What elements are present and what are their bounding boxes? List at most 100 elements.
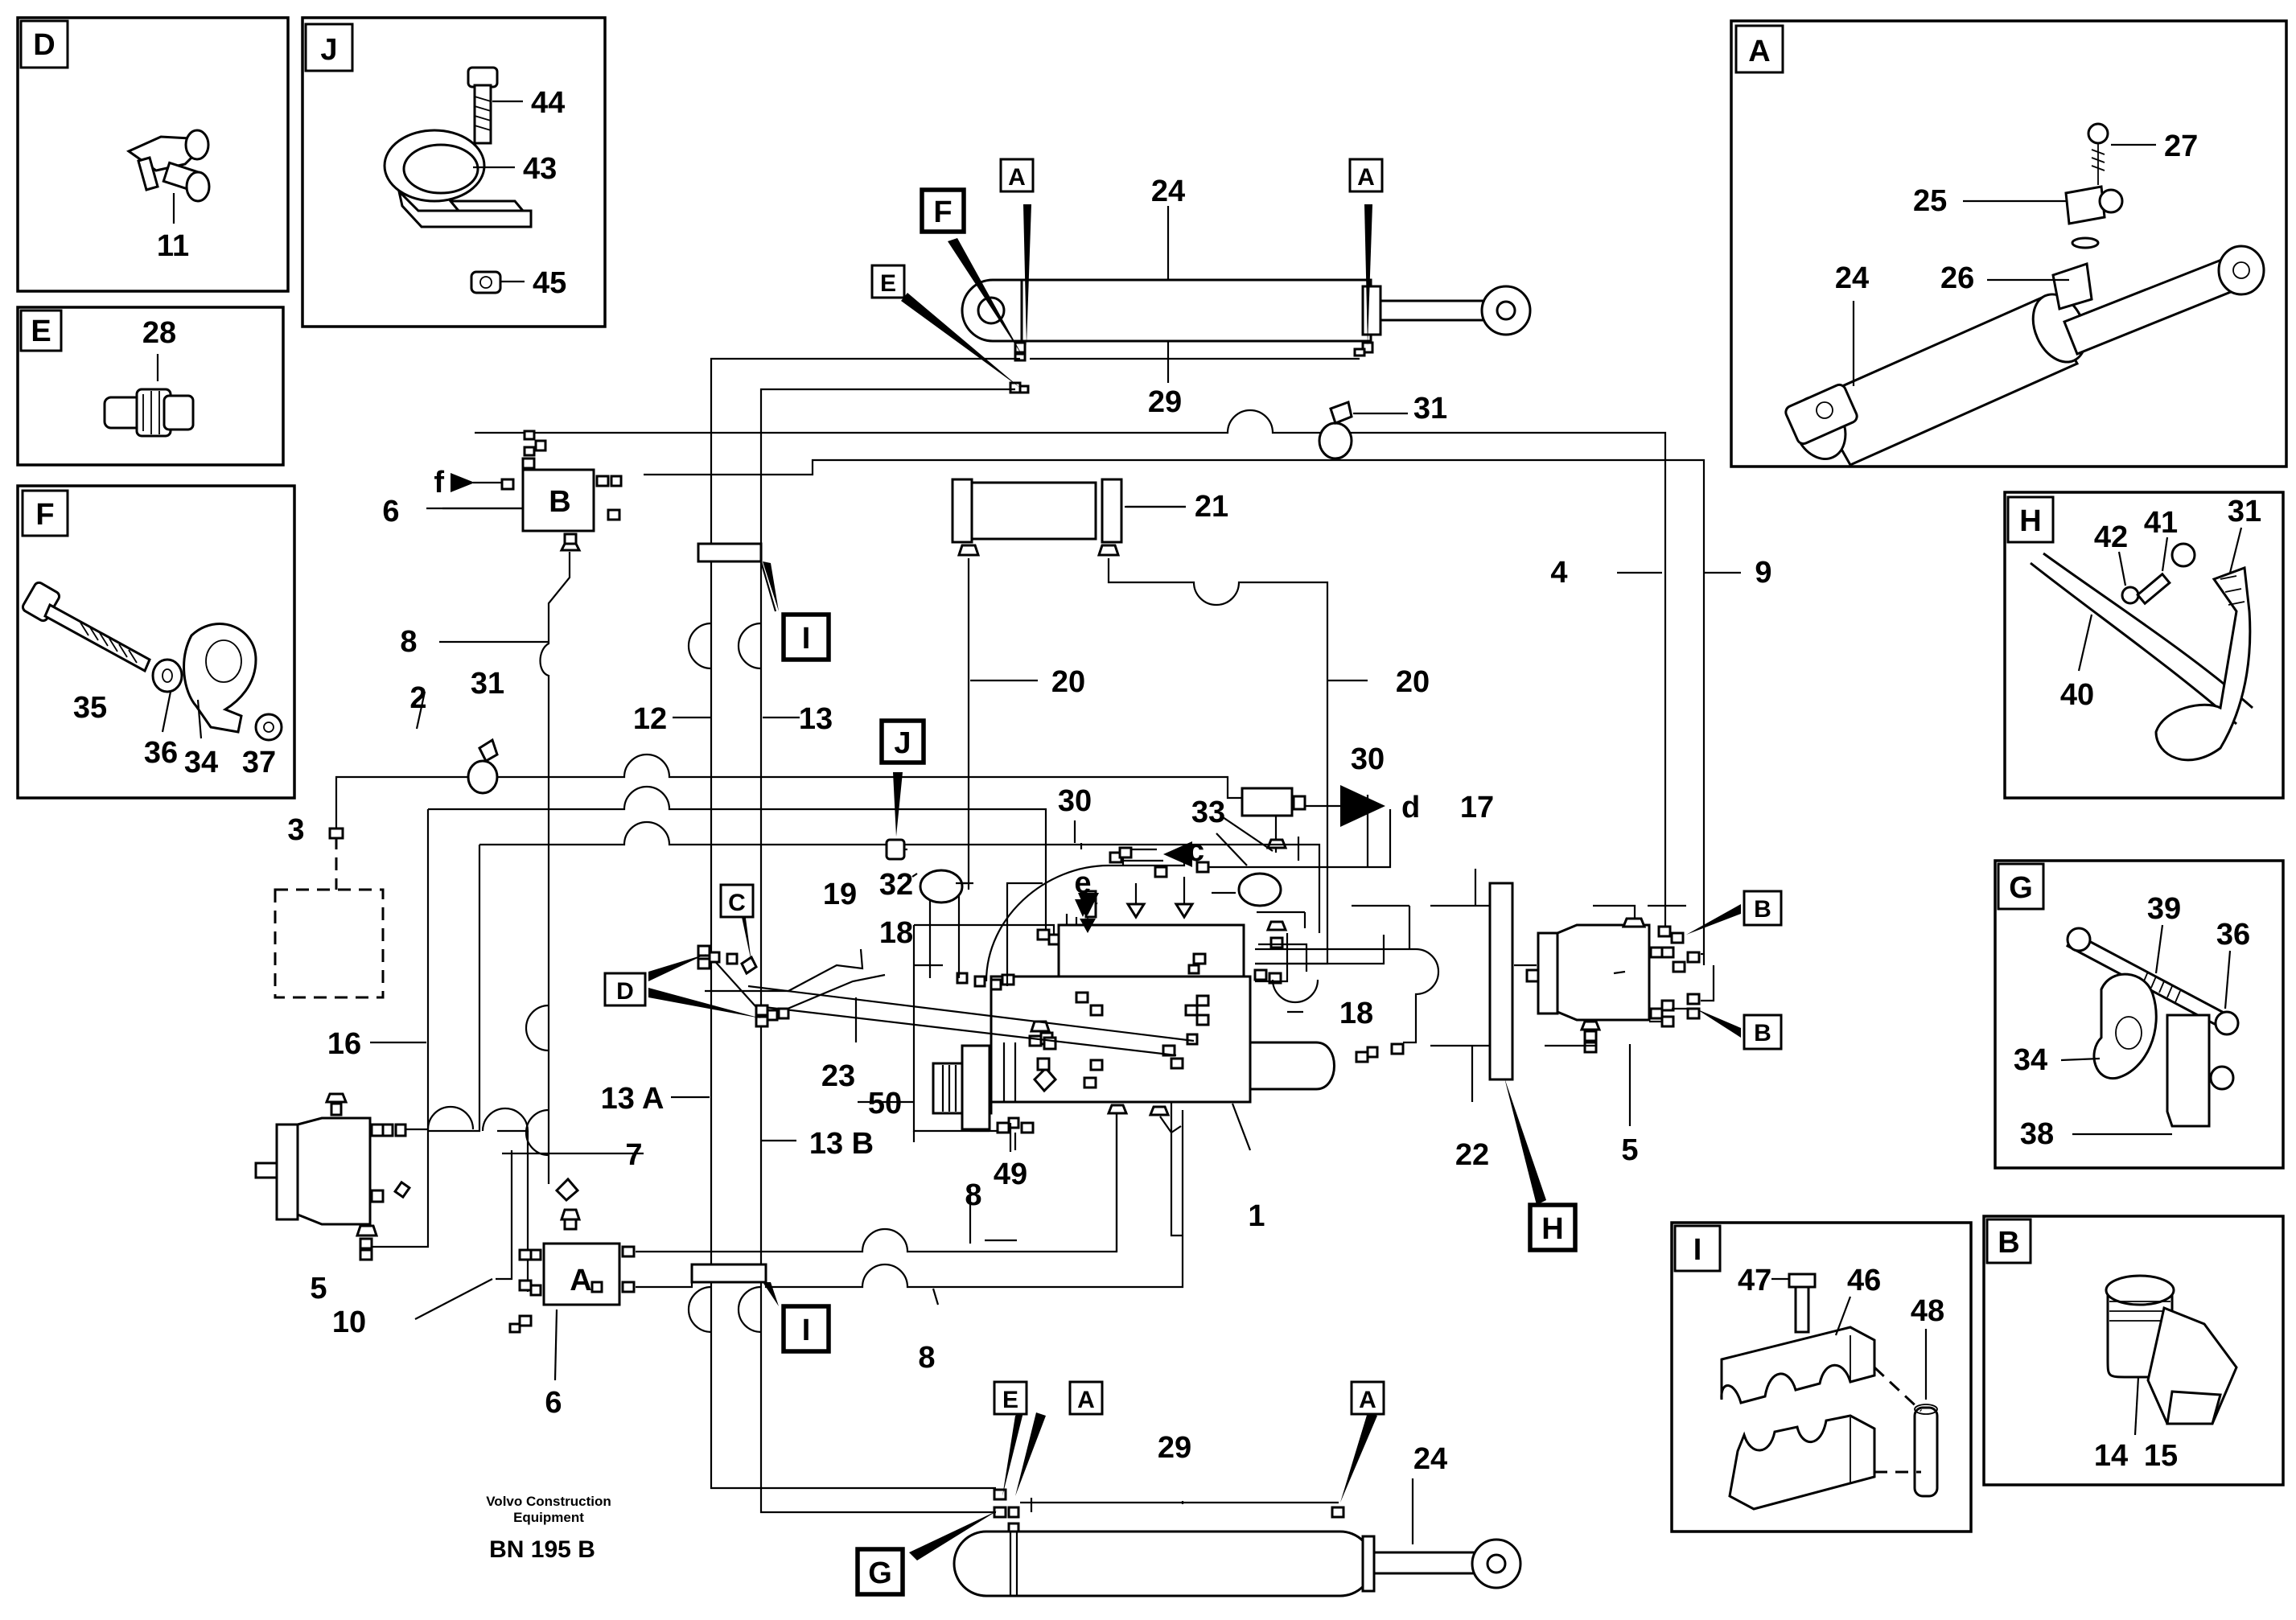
label-20-left: 20 xyxy=(1051,665,1085,699)
label-3: 3 xyxy=(287,813,304,847)
valve-b: B xyxy=(500,430,623,552)
tag-j: J xyxy=(879,718,926,765)
label-18-left: 18 xyxy=(879,916,913,950)
part-label: 38 xyxy=(2020,1117,2054,1151)
tag-a-bottom-right: A xyxy=(1350,1380,1385,1416)
svg-text:B: B xyxy=(1754,1020,1771,1046)
label-6-top: 6 xyxy=(382,495,399,528)
tag-a-top-left: A xyxy=(999,158,1035,193)
inset-h-tag: H xyxy=(2019,504,2041,538)
tag-b-lower: B xyxy=(1743,1014,1783,1051)
label-49: 49 xyxy=(994,1157,1027,1191)
label-29-top: 29 xyxy=(1148,385,1182,419)
svg-text:E: E xyxy=(880,270,896,297)
label-13: 13 xyxy=(799,702,833,736)
part-label: 40 xyxy=(2060,678,2094,712)
label-13b: 13 B xyxy=(809,1127,874,1161)
label-8-mid: 8 xyxy=(965,1178,981,1212)
label-16: 16 xyxy=(327,1027,361,1061)
part-label: 34 xyxy=(184,746,218,779)
part-label: 36 xyxy=(2216,918,2250,952)
clamp-assembly-icon xyxy=(2066,927,2240,1128)
tee-fitting-icon xyxy=(125,129,211,203)
top-cylinder xyxy=(961,278,1532,394)
svg-text:D: D xyxy=(616,978,634,1005)
elbow-fitting-icon xyxy=(2105,1274,2238,1425)
clamp-bolt-nut-icon xyxy=(383,66,533,294)
bolt-clamp-icon xyxy=(21,581,283,742)
hose-clip-icon xyxy=(2030,542,2253,762)
label-24-bottom: 24 xyxy=(1413,1442,1447,1476)
label-5-right: 5 xyxy=(1621,1133,1638,1167)
part-label: 35 xyxy=(73,691,107,725)
part-label: 11 xyxy=(157,229,189,263)
part-label: 34 xyxy=(2014,1043,2047,1077)
label-22: 22 xyxy=(1455,1138,1489,1172)
part-label: 42 xyxy=(2094,520,2128,554)
union-fitting-icon xyxy=(103,388,195,438)
tag-e-bottom: E xyxy=(993,1380,1028,1416)
part-label: 27 xyxy=(2164,130,2198,163)
inset-b: B 14 15 xyxy=(1982,1215,2285,1486)
svg-text:G: G xyxy=(868,1556,892,1590)
label-2: 2 xyxy=(409,681,426,715)
svg-text:B: B xyxy=(1754,896,1771,923)
inset-e: E 28 xyxy=(16,306,285,467)
inset-d: D 11 xyxy=(16,16,290,293)
main-valve-block xyxy=(932,920,1405,1134)
label-8-bottom: 8 xyxy=(918,1341,935,1375)
label-5-left: 5 xyxy=(310,1272,327,1305)
tag-d: D xyxy=(603,972,647,1007)
label-31-left: 31 xyxy=(471,667,504,701)
part-label: 25 xyxy=(1913,184,1947,218)
footer-reference: BN 195 B xyxy=(489,1536,595,1563)
part-label: 44 xyxy=(531,86,565,120)
tag-a-bottom-left: A xyxy=(1068,1380,1104,1416)
tag-a-top-right: A xyxy=(1348,158,1384,193)
arrow-e-label: e xyxy=(1074,866,1091,900)
label-9: 9 xyxy=(1755,556,1771,590)
bottom-cylinder xyxy=(953,1488,1522,1597)
inset-a-tag: A xyxy=(1748,35,1770,68)
right-pump xyxy=(1525,917,1701,1054)
footer-company-line1: Volvo Construction xyxy=(486,1494,611,1509)
main-schematic: B f xyxy=(254,158,1783,1597)
clamp-31-top xyxy=(1318,401,1353,460)
inset-a: A 27 25 26 24 xyxy=(1730,19,2288,468)
part-label: 26 xyxy=(1940,261,1974,295)
valve-b-letter: B xyxy=(549,485,570,519)
label-10: 10 xyxy=(332,1305,366,1339)
arrow-c-label: c xyxy=(1187,834,1204,868)
svg-text:H: H xyxy=(1541,1212,1563,1246)
label-21: 21 xyxy=(1195,490,1228,524)
inset-g: G 39 36 34 38 xyxy=(1994,859,2285,1170)
svg-text:I: I xyxy=(802,1314,811,1347)
inset-i-tag: I xyxy=(1693,1233,1702,1267)
label-29-bottom: 29 xyxy=(1158,1431,1191,1465)
inset-j: J 44 43 45 xyxy=(301,16,607,328)
label-1: 1 xyxy=(1248,1199,1265,1233)
part-label: 37 xyxy=(242,746,276,779)
label-6-bottom: 6 xyxy=(545,1386,562,1420)
clamp-31-left xyxy=(467,738,499,795)
label-18-right: 18 xyxy=(1339,997,1373,1030)
svg-text:A: A xyxy=(1357,164,1375,191)
label-7: 7 xyxy=(625,1138,642,1172)
part-label: 36 xyxy=(144,736,178,770)
valve-a-letter: A xyxy=(570,1264,591,1297)
inset-b-tag: B xyxy=(1998,1226,2019,1260)
svg-text:J: J xyxy=(894,726,911,760)
label-13a: 13 A xyxy=(601,1082,665,1116)
footer: Volvo Construction Equipment BN 195 B xyxy=(486,1494,611,1563)
label-32: 32 xyxy=(879,868,913,902)
svg-text:C: C xyxy=(728,890,746,916)
svg-text:A: A xyxy=(1008,164,1026,191)
tag-i-top: I xyxy=(781,612,831,662)
label-24-top: 24 xyxy=(1151,175,1185,208)
label-50: 50 xyxy=(868,1087,902,1120)
cylinder-detail-icon xyxy=(1784,122,2265,467)
tag-g: G xyxy=(855,1547,905,1597)
pipe-clamp-block-icon xyxy=(1720,1273,1939,1511)
svg-text:E: E xyxy=(1002,1387,1018,1413)
